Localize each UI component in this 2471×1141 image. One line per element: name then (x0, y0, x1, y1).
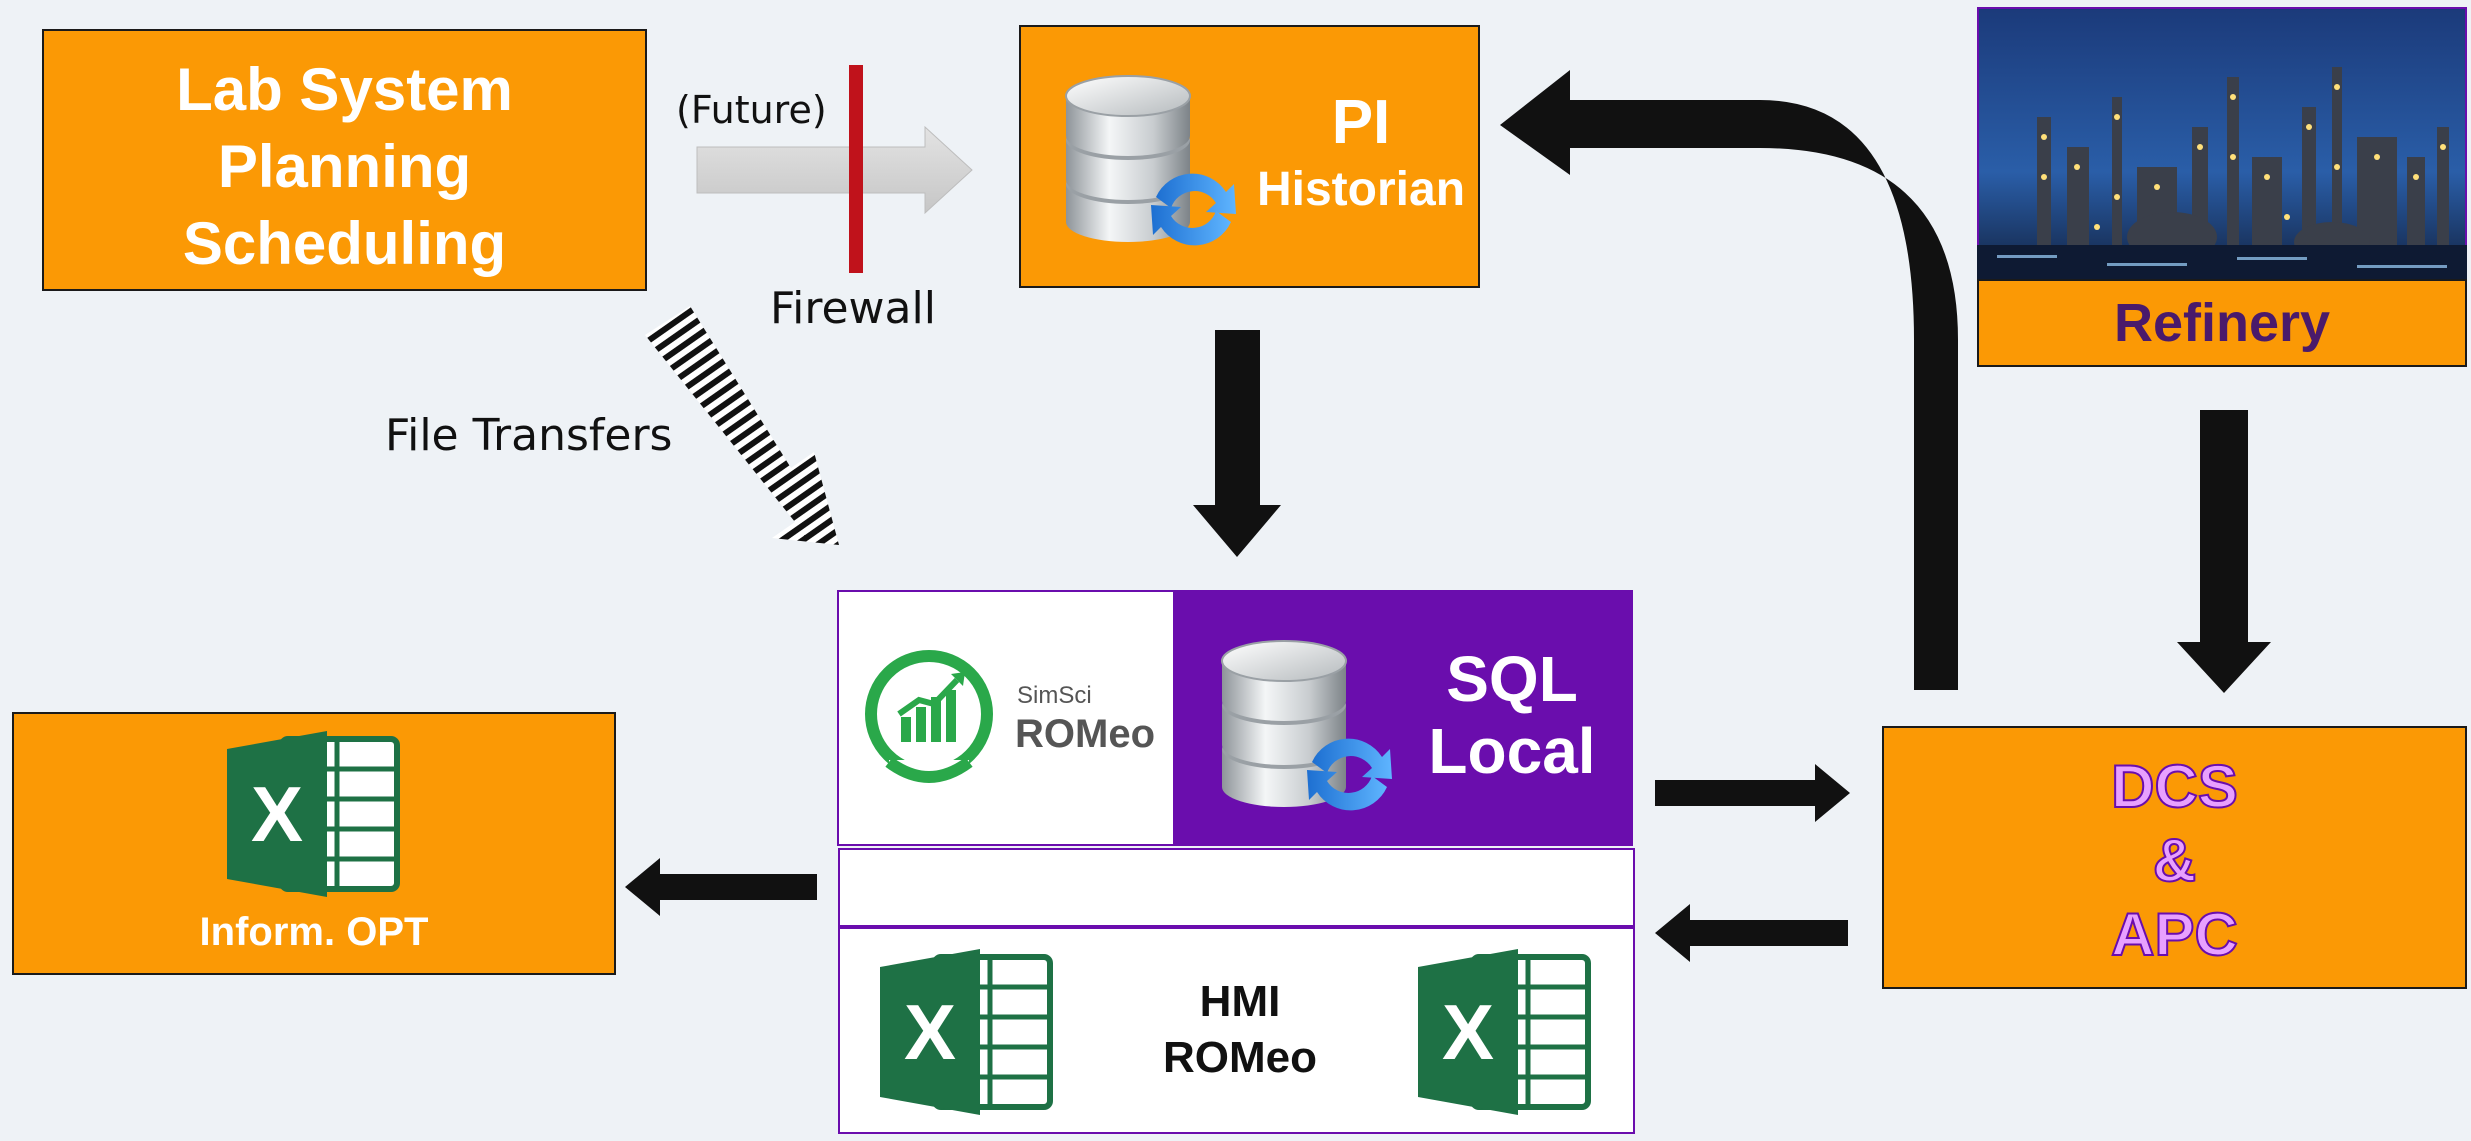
dcs-to-pi-arrow (1500, 70, 1958, 690)
excel-icon: X (227, 731, 400, 897)
refinery-label-box: Refinery (1977, 279, 2467, 367)
firewall-line (849, 65, 863, 273)
database-sync-icon (1221, 640, 1392, 811)
dcs-label: DCS (2110, 752, 2239, 821)
svg-text:X: X (251, 770, 303, 858)
historian-label: Historian (1256, 163, 1466, 216)
inform-opt-box: X Inform. OPT (12, 712, 616, 975)
file-transfers-label: File Transfers (385, 410, 673, 461)
svg-text:X: X (904, 988, 956, 1076)
lab-line-2: Planning (217, 133, 472, 200)
dcs-to-hmi-arrow (1655, 904, 1848, 962)
firewall-label: Firewall (770, 283, 936, 334)
refinery-photo (1977, 7, 2467, 282)
future-label: (Future) (676, 88, 827, 132)
empty-band (838, 848, 1635, 927)
pi-historian-box: PI Historian (1019, 25, 1480, 288)
sql-local-panel: SQL Local (1175, 590, 1633, 846)
simsci-label: SimSci (1017, 682, 1092, 709)
romeo-hmi-label: ROMeo (1163, 1033, 1317, 1082)
lab-system-box: Lab System Planning Scheduling (42, 29, 647, 291)
sql-label: SQL (1446, 643, 1578, 715)
pi-to-sql-arrow (1193, 330, 1281, 557)
lab-line-3: Scheduling (182, 210, 507, 277)
romeo-label: ROMeo (1015, 712, 1155, 756)
excel-icon: X (1418, 949, 1591, 1115)
hmi-romeo-panel: X HMI ROMeo X (838, 927, 1635, 1134)
svg-text:X: X (1442, 988, 1494, 1076)
sql-to-dcs-arrow (1655, 764, 1850, 822)
local-label: Local (1428, 715, 1596, 787)
refinery-label: Refinery (2113, 293, 2331, 353)
dcs-apc-box: DCS & APC (1882, 726, 2467, 989)
apc-label: APC (2110, 900, 2239, 969)
future-arrow (696, 125, 973, 215)
romeo-logo-panel: SimSci ROMeo (837, 590, 1175, 846)
refinery-panel: Refinery (1977, 7, 2467, 367)
excel-icon: X (880, 949, 1053, 1115)
ampersand-label: & (2152, 826, 2197, 895)
pi-label: PI (1331, 88, 1391, 157)
hmi-label: HMI (1199, 977, 1281, 1026)
romeo-logo-icon (865, 650, 993, 790)
inform-opt-label: Inform. OPT (199, 910, 429, 954)
to-excel-arrow (625, 858, 817, 916)
file-transfer-arrow (645, 306, 839, 545)
lab-line-1: Lab System (176, 56, 513, 123)
database-sync-icon (1065, 75, 1236, 246)
refinery-to-dcs-arrow (2177, 410, 2271, 693)
